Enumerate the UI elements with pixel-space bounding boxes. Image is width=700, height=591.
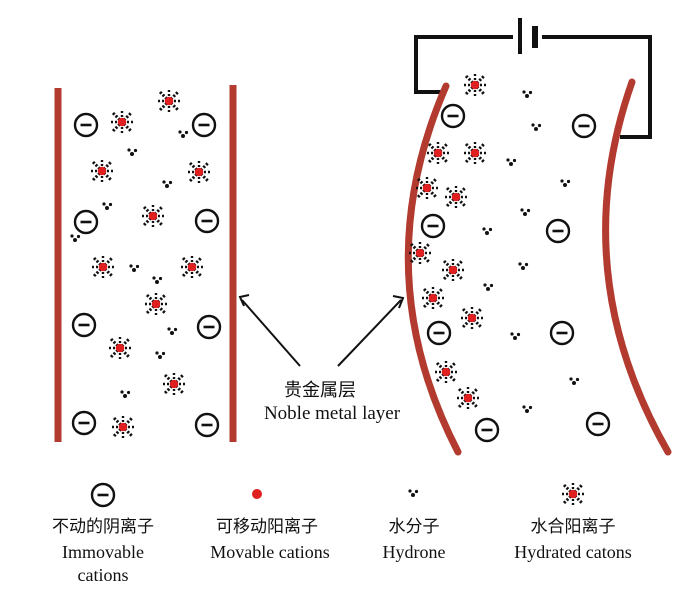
legend-anion-label-en-2: cations [78, 565, 129, 585]
anion-icon [571, 113, 597, 139]
legend-hydrated-label-en: Hydrated catons [514, 542, 631, 562]
legend-anion-label-en-1: Immovable [62, 542, 144, 562]
hydrated-cation-icon [140, 203, 166, 229]
hydrated-cation-icon [560, 481, 586, 507]
hydrated-cation-icon [110, 414, 136, 440]
water-molecule-icon [522, 90, 533, 98]
left-panel [54, 85, 237, 442]
water-molecule-icon [70, 234, 81, 242]
arrowhead-left-icon [238, 294, 250, 307]
hydrated-cation-icon [440, 257, 466, 283]
hydrated-cation-icon [156, 88, 182, 114]
hydrated-cation-icon [107, 335, 133, 361]
anion-icon [194, 208, 220, 234]
anion-icon [194, 412, 220, 438]
legend-water-label-cn: 水分子 [389, 517, 440, 537]
hydrated-cation-icon [407, 240, 433, 266]
legend-item-cation: 可移动阳离子 Movable cations [210, 489, 330, 562]
anion-icon [474, 417, 500, 443]
hydrated-cation-icon [459, 305, 485, 331]
water-molecule-icon [522, 405, 533, 413]
hydrated-cation-icon [414, 175, 440, 201]
right-electrode-inner [602, 78, 672, 456]
anion-icon [426, 320, 452, 346]
callout-label-en: Noble metal layer [264, 403, 401, 424]
legend-water-label-en: Hydrone [383, 542, 446, 562]
water-molecule-icon [483, 283, 494, 291]
hydrated-cation-icon [161, 371, 187, 397]
anion-icon [420, 213, 446, 239]
hydrated-cation-icon [109, 109, 135, 135]
right-panel [404, 18, 672, 456]
water-molecule-icon [152, 276, 163, 284]
hydrated-cation-icon [186, 159, 212, 185]
hydrated-cation-icon [425, 140, 451, 166]
water-molecule-icon [510, 332, 521, 340]
water-molecule-icon [520, 208, 531, 216]
anion-icon [545, 218, 571, 244]
water-molecule-icon [155, 351, 166, 359]
water-molecule-icon [531, 123, 542, 131]
water-molecule-icon [560, 179, 571, 187]
hydrated-cation-icon [462, 140, 488, 166]
anion-icon [196, 314, 222, 340]
hydrated-cation-icon [462, 72, 488, 98]
anion-icon [440, 103, 466, 129]
water-molecule-icon [569, 377, 580, 385]
hydrated-cation-icon [433, 359, 459, 385]
water-molecule-icon [506, 158, 517, 166]
hydrated-cation-icon [455, 385, 481, 411]
legend-item-water: 水分子 Hydrone [383, 489, 446, 562]
anion-icon [71, 410, 97, 436]
water-molecule-icon [129, 264, 140, 272]
hydrated-cation-icon [179, 254, 205, 280]
water-molecule-icon [482, 227, 493, 235]
hydrated-cation-icon [89, 158, 115, 184]
water-molecule-icon [127, 148, 138, 156]
water-molecule-icon [102, 202, 113, 210]
callout-arrow-left [241, 299, 301, 367]
anion-icon [191, 112, 217, 138]
water-molecule-icon [120, 390, 131, 398]
battery-circuit [414, 18, 652, 139]
legend-cation-label-en: Movable cations [210, 542, 329, 562]
wire-left [414, 35, 513, 94]
anion-icon [73, 112, 99, 138]
legend-hydrated-label-cn: 水合阳离子 [531, 517, 616, 537]
legend: 不动的阴离子 Immovable cations 可移动阳离子 Movable … [52, 481, 632, 585]
hydrated-cation-icon [420, 285, 446, 311]
wire-right [542, 35, 652, 139]
water-molecule-icon [518, 262, 529, 270]
anion-icon [73, 209, 99, 235]
anion-icon [71, 312, 97, 338]
anion-icon [585, 411, 611, 437]
hydrated-cation-icon [143, 291, 169, 317]
hydrated-cation-icon [443, 184, 469, 210]
hydrated-cation-icon [90, 254, 116, 280]
cation-dot-icon [252, 489, 262, 499]
water-molecule-icon [162, 180, 173, 188]
water-molecule-icon [408, 489, 419, 497]
legend-item-anion: 不动的阴离子 Immovable cations [52, 482, 154, 585]
callout-label-cn: 贵金属层 [284, 380, 356, 401]
noble-metal-callout: 贵金属层 Noble metal layer [238, 294, 405, 424]
anion-icon [90, 482, 116, 508]
legend-item-hydrated: 水合阳离子 Hydrated catons [514, 481, 632, 562]
arrowhead-right-icon [392, 295, 405, 309]
anion-icon [549, 320, 575, 346]
legend-anion-label-cn: 不动的阴离子 [52, 517, 154, 537]
right-electrode-outer [404, 82, 462, 456]
callout-arrow-right [337, 299, 402, 367]
water-molecule-icon [178, 130, 189, 138]
water-molecule-icon [167, 327, 178, 335]
legend-cation-label-cn: 可移动阳离子 [216, 517, 318, 537]
